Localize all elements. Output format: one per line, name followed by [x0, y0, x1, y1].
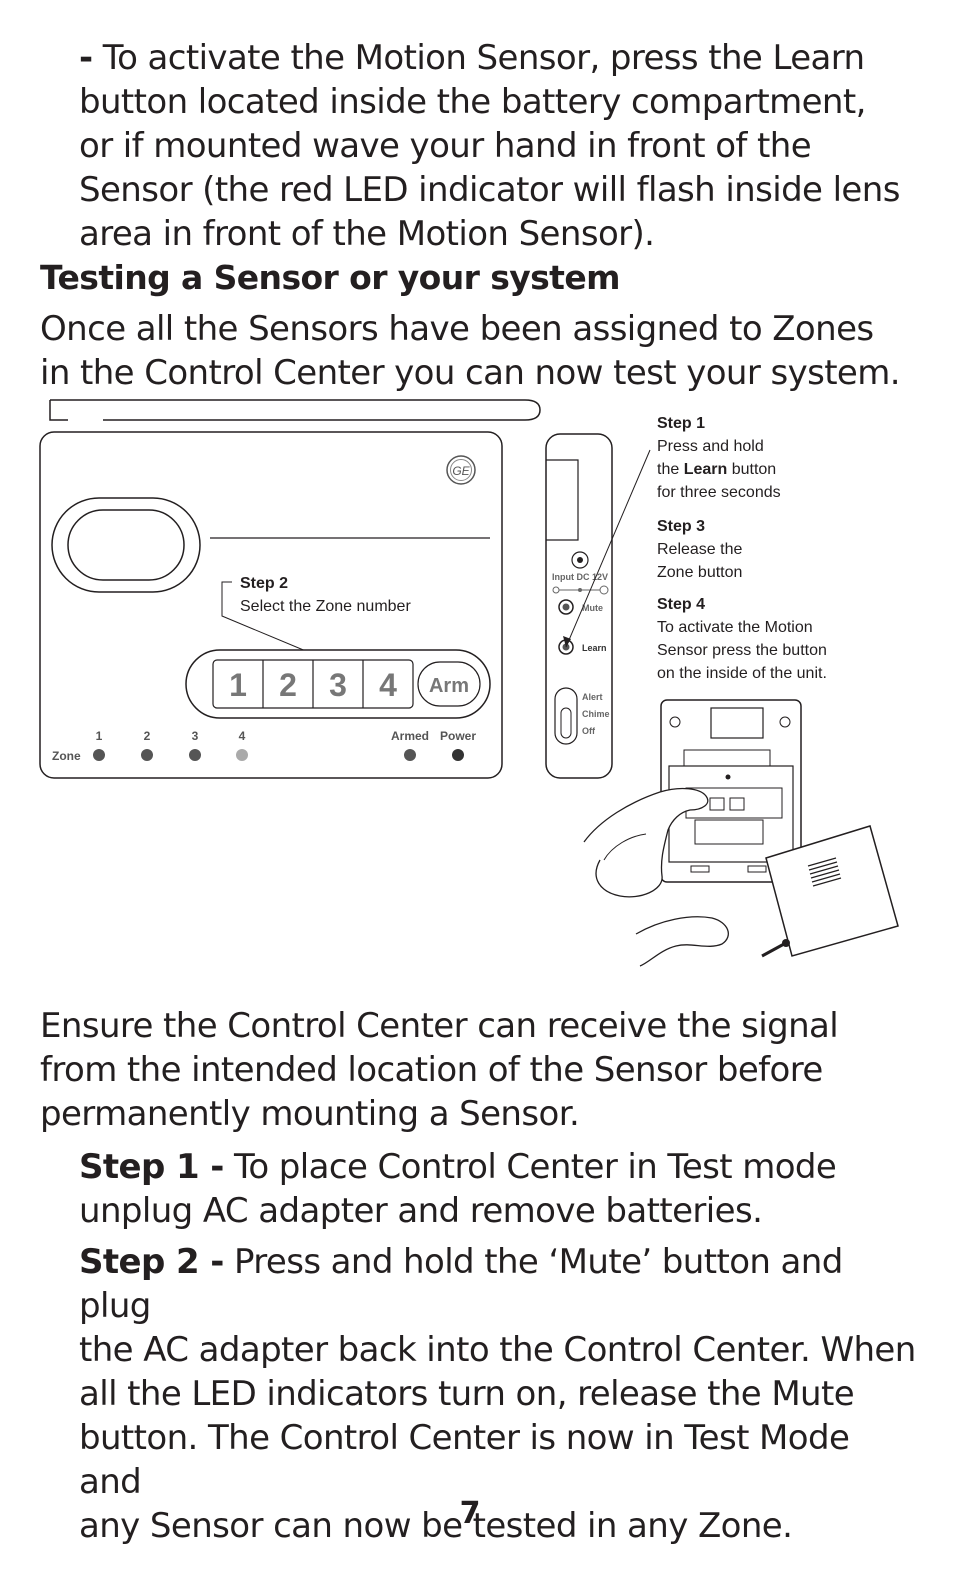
zone-label: Zone: [52, 749, 81, 763]
zone-button-1[interactable]: 1: [229, 667, 247, 703]
speaker-grille-inner: [67, 509, 185, 581]
testing-paragraph: Once all the Sensors have been assigned …: [40, 307, 920, 395]
step3-line-1: Release the: [657, 541, 742, 558]
zone-button-3[interactable]: 3: [329, 667, 347, 703]
step2-text-line-3: all the LED indicators turn on, release …: [79, 1374, 855, 1414]
intro-line-1: - To activate the Motion Sensor, press t…: [79, 38, 865, 78]
led-number-1: 1: [96, 729, 103, 743]
step2-text-line-2: the AC adapter back into the Control Cen…: [79, 1330, 916, 1370]
step1-label: Step 1 -: [79, 1147, 224, 1187]
step1-line-1: Press and hold: [657, 438, 764, 455]
step2-title: Step 2: [240, 575, 288, 592]
ensure-line-3: permanently mounting a Sensor.: [40, 1094, 580, 1134]
ge-logo: GE: [446, 455, 476, 485]
speaker-grille-outer: [51, 497, 201, 593]
led-zone-4: [236, 749, 248, 761]
step3-title: Step 3: [657, 518, 705, 535]
led-zone-2: [141, 749, 153, 761]
ensure-line-2: from the intended location of the Sensor…: [40, 1050, 823, 1090]
step4-line-1: To activate the Motion: [657, 619, 813, 636]
step4-line-2: Sensor press the button: [657, 642, 827, 659]
step1-line-3: for three seconds: [657, 484, 781, 501]
off-label: Off: [582, 726, 596, 736]
step2-text-line-4: button. The Control Center is now in Tes…: [79, 1418, 850, 1502]
motion-sensor-illustration: [583, 699, 899, 967]
step1-paragraph: Step 1 - To place Control Center in Test…: [79, 1145, 919, 1233]
led-armed: [404, 749, 416, 761]
system-diagram: GE Step 2 Select the Zone number 1 2 3 4…: [39, 399, 899, 967]
step1-text-line-2: unplug AC adapter and remove batteries.: [79, 1191, 763, 1231]
arm-button[interactable]: Arm: [429, 675, 469, 697]
svg-text:GE: GE: [452, 464, 470, 478]
learn-label: Learn: [582, 643, 607, 653]
led-number-3: 3: [192, 729, 199, 743]
ensure-paragraph: Ensure the Control Center can receive th…: [40, 1004, 920, 1136]
step3-line-2: Zone button: [657, 564, 742, 581]
armed-label: Armed: [391, 729, 429, 743]
led-number-4: 4: [239, 729, 246, 743]
step2-paragraph: Step 2 - Press and hold the ‘Mute’ butto…: [79, 1240, 919, 1548]
power-label: Power: [440, 729, 476, 743]
page-number: 7: [459, 1496, 481, 1531]
step2-label: Step 2 -: [79, 1242, 224, 1282]
step2-text: Select the Zone number: [240, 598, 411, 615]
intro-line-4: Sensor (the red LED indicator will flash…: [79, 170, 900, 210]
led-zone-3: [189, 749, 201, 761]
intro-dash: -: [79, 38, 93, 78]
led-power: [452, 749, 464, 761]
step2-text-line-5: any Sensor can now be tested in any Zone…: [79, 1506, 793, 1546]
input-dc-label: Input DC 12V: [552, 572, 608, 582]
intro-line-5: area in front of the Motion Sensor).: [79, 214, 655, 254]
led-zone-1: [93, 749, 105, 761]
zone-button-4[interactable]: 4: [379, 667, 397, 703]
device-top-edge: [49, 399, 541, 421]
step1-text-line-1: Step 1 - To place Control Center in Test…: [79, 1147, 837, 1187]
chime-label: Chime: [582, 709, 610, 719]
intro-line-2: button located inside the battery compar…: [79, 82, 866, 122]
testing-line-2: in the Control Center you can now test y…: [40, 353, 901, 393]
mute-label: Mute: [582, 603, 603, 613]
intro-line-3: or if mounted wave your hand in front of…: [79, 126, 812, 166]
zone-button-2[interactable]: 2: [279, 667, 297, 703]
testing-heading: Testing a Sensor or your system: [40, 258, 621, 297]
ensure-line-1: Ensure the Control Center can receive th…: [40, 1006, 839, 1046]
step1-line-2: the Learn button: [657, 461, 776, 478]
step2-text-line-1: Step 2 - Press and hold the ‘Mute’ butto…: [79, 1242, 843, 1326]
led-number-2: 2: [144, 729, 151, 743]
alert-label: Alert: [582, 692, 603, 702]
step1-title: Step 1: [657, 415, 705, 432]
intro-paragraph: - To activate the Motion Sensor, press t…: [79, 36, 919, 256]
testing-line-1: Once all the Sensors have been assigned …: [40, 309, 874, 349]
step4-line-3: on the inside of the unit.: [657, 665, 827, 682]
step4-title: Step 4: [657, 596, 705, 613]
